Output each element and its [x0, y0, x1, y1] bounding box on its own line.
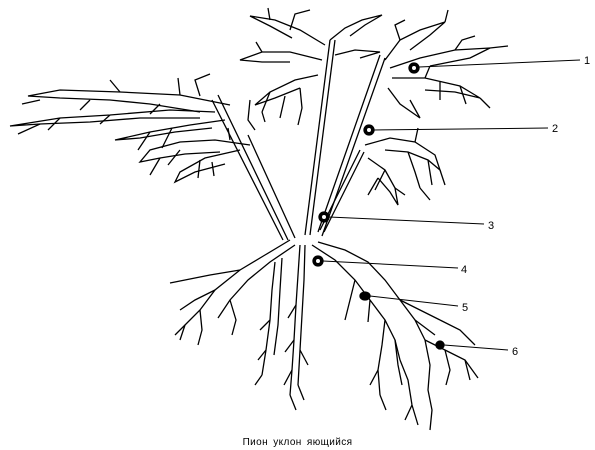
leaf-cluster-right-mid — [365, 128, 445, 205]
root-marker-6 — [436, 341, 444, 349]
callout-label-5: 5 — [462, 302, 468, 314]
callout-label-1: 1 — [584, 55, 590, 67]
leaf-cluster-left-mid — [140, 128, 250, 182]
leaf-cluster-left — [10, 74, 230, 150]
callout-label-2: 2 — [552, 123, 558, 135]
leader-lines — [323, 60, 580, 350]
figure-caption: Пион уклон яющийся — [0, 437, 595, 448]
callout-label-6: 6 — [512, 346, 518, 358]
callout-label-3: 3 — [488, 220, 494, 232]
stems — [212, 40, 385, 240]
root-marker-5 — [360, 292, 370, 300]
root-system — [170, 240, 478, 430]
callout-label-4: 4 — [461, 264, 467, 276]
